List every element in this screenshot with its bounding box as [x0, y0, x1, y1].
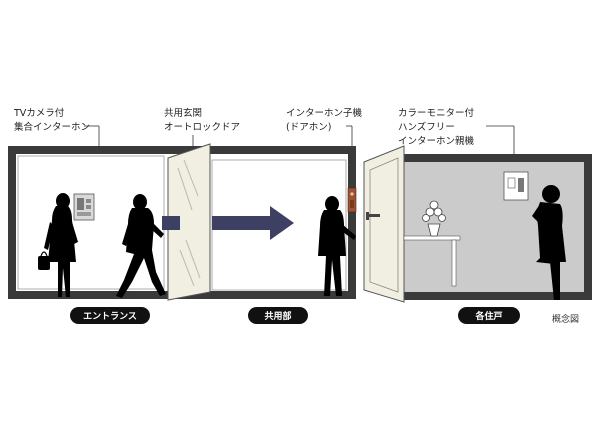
door-intercom-label-line1: インターホン子機 [286, 107, 363, 119]
monitor-label-line3: インターホン親機 [398, 135, 475, 147]
monitor-label-line1: カラーモニター付 [398, 108, 475, 119]
zone-unit-label: 各住戸 [474, 310, 502, 322]
zone-common-badge: 共用部 [248, 307, 308, 324]
flower-vase [422, 200, 446, 237]
zone-unit-badge: 各住戸 [458, 307, 520, 324]
door-intercom-unit [347, 187, 357, 213]
zone-entrance-label: エントランス [83, 311, 137, 322]
autolock-door-label: 共用玄関 オートロックドア [164, 107, 240, 150]
autolock-door [167, 143, 211, 301]
tv-camera-label-line1: TVカメラ付 [13, 108, 65, 119]
color-monitor-intercom [503, 171, 529, 201]
color-monitor-label: カラーモニター付 ハンズフリー インターホン親機 [398, 108, 515, 172]
autolock-label-line2: オートロックドア [164, 122, 240, 133]
conceptual-diagram-note: 概念図 [552, 313, 579, 325]
unit-entrance-door [363, 145, 405, 303]
autolock-label-line1: 共用玄関 [164, 107, 202, 119]
door-intercom-label-line2: (ドアホン) [286, 122, 331, 133]
tv-camera-intercom-panel [73, 193, 95, 221]
monitor-label-line2: ハンズフリー [398, 121, 455, 133]
visitor-silhouette-1 [38, 193, 78, 297]
visitor-silhouette-2 [116, 194, 166, 298]
flow-arrow [162, 206, 294, 240]
visitor-silhouette-3 [318, 196, 356, 296]
resident-silhouette [532, 185, 566, 300]
zone-common-label: 共用部 [264, 310, 291, 322]
zone-entrance-badge: エントランス [70, 307, 150, 324]
tv-camera-label-line2: 集合インターホン [14, 121, 90, 133]
